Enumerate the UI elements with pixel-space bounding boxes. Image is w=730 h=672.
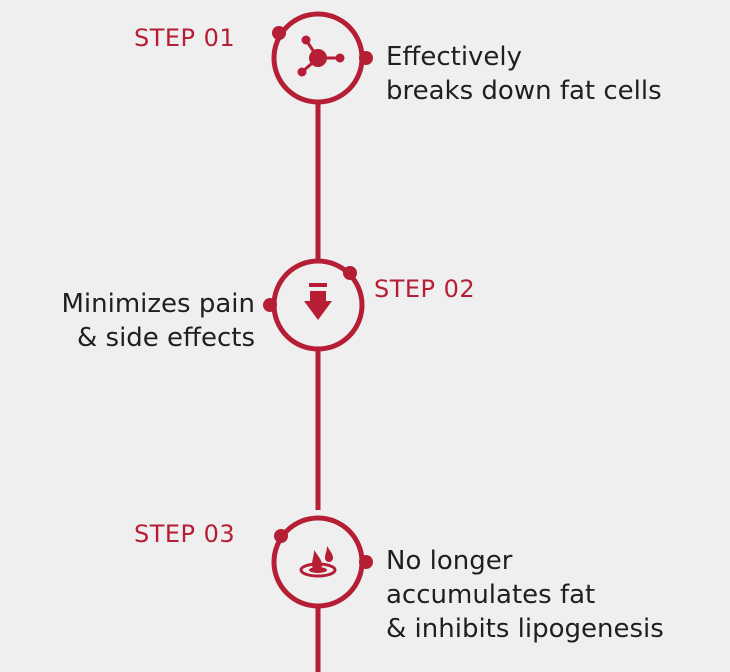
- step-2-line-2: & side effects: [76, 323, 255, 353]
- step-2-dot: [343, 266, 357, 280]
- step-1-line-1: Effectively: [386, 42, 523, 72]
- step-1-dot: [272, 26, 286, 40]
- step-3-label: STEP 03: [134, 520, 236, 548]
- step-3-line-2: accumulates fat: [386, 580, 596, 610]
- step-3-dot: [359, 555, 373, 569]
- step-1-description: Effectively breaks down fat cells: [386, 40, 662, 108]
- droplets-ripple-icon: [299, 546, 337, 578]
- step-1-dot: [359, 51, 373, 65]
- step-2-dot: [263, 298, 277, 312]
- step-2-description: Minimizes pain & side effects: [61, 287, 255, 355]
- step-3-line-3: & inhibits lipogenesis: [386, 614, 664, 644]
- step-1-line-2: breaks down fat cells: [386, 76, 662, 106]
- step-3-dot: [274, 529, 288, 543]
- step-2-line-1: Minimizes pain: [61, 289, 255, 319]
- step-1-label: STEP 01: [134, 24, 236, 52]
- molecule-icon: [297, 35, 345, 77]
- step-3-description: No longer accumulates fat & inhibits lip…: [386, 544, 664, 646]
- step-2-label: STEP 02: [374, 275, 476, 303]
- arrow-down-icon: [304, 283, 332, 320]
- step-3-line-1: No longer: [386, 546, 513, 576]
